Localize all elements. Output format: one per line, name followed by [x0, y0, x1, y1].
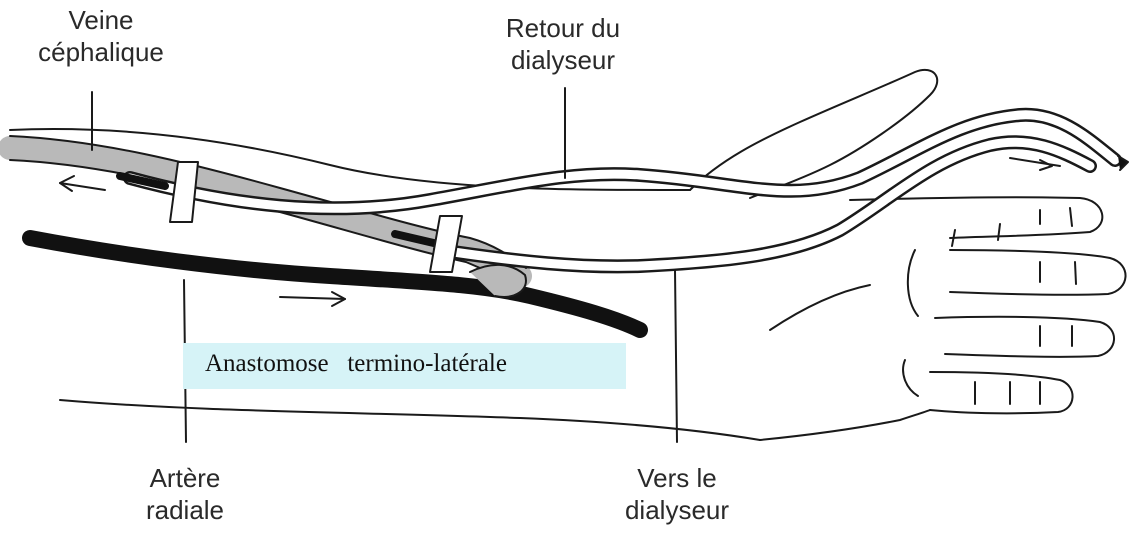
label-retour-line2: dialyseur	[478, 44, 648, 76]
label-vers-line1: Vers le	[592, 462, 762, 494]
label-artere-line1: Artère	[100, 462, 270, 494]
tube-end-arrow	[1118, 156, 1128, 170]
leader-vers-dialyseur	[675, 270, 677, 442]
to-dialyzer-tube	[440, 142, 1090, 266]
label-artere-line2: radiale	[100, 494, 270, 526]
radial-artery	[30, 238, 640, 330]
label-retour-line1: Retour du	[478, 12, 648, 44]
label-veine-cephalique: Veine céphalique	[16, 4, 186, 68]
label-vers-le-dialyseur: Vers le dialyseur	[592, 462, 762, 526]
forearm-bottom-edge	[60, 400, 760, 440]
flow-arrow-left	[60, 176, 105, 191]
label-artere-radiale: Artère radiale	[100, 462, 270, 526]
label-veine-cephalique-line2: céphalique	[16, 36, 186, 68]
flow-arrow-right	[280, 292, 345, 306]
label-retour-du-dialyseur: Retour du dialyseur	[478, 12, 648, 76]
label-vers-line2: dialyseur	[592, 494, 762, 526]
tape-strip-2	[430, 216, 462, 272]
anastomose-caption-box: Anastomose termino-latérale	[183, 343, 626, 389]
flow-arrow-tube-return	[1010, 158, 1060, 170]
anastomose-caption: Anastomose termino-latérale	[205, 350, 507, 378]
label-veine-cephalique-line1: Veine	[16, 4, 186, 36]
